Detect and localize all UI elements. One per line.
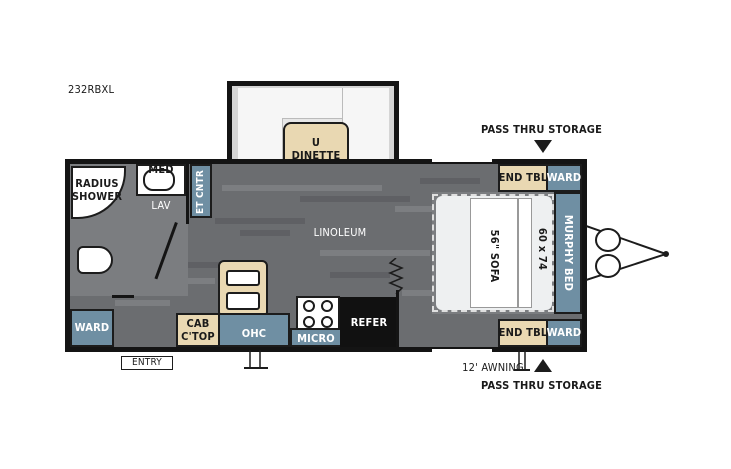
ward-bottom — [546, 319, 582, 347]
ward-left-label: WARD — [74, 321, 110, 334]
et-center-label: ET CNTR — [195, 170, 206, 215]
sofa-cushions — [470, 198, 518, 308]
murphy-bed-label: MURPHY BED — [562, 214, 575, 292]
refer — [340, 297, 398, 347]
ohc — [218, 313, 290, 347]
ward-left — [70, 309, 114, 347]
pass-thru-bottom-label: PASS THRU STORAGE — [481, 379, 603, 392]
linoleum-label: LINOLEUM — [313, 226, 367, 239]
entry-box — [121, 356, 173, 370]
dinette-label-line2: DINETTE — [291, 149, 341, 162]
sofa-label: 56" SOFA — [488, 229, 501, 283]
et-center — [190, 164, 212, 218]
entry-step — [244, 350, 268, 369]
hitch — [586, 225, 670, 281]
stove — [296, 296, 340, 332]
bath-wall-right — [186, 164, 189, 224]
pass-thru-top-arrow — [534, 140, 552, 153]
awning-bracket — [514, 350, 530, 371]
shower-label-line1: RADIUS — [75, 177, 119, 190]
step-symbol — [388, 258, 404, 294]
kitchen-sink-2 — [226, 292, 260, 310]
murphy-bed-outline — [432, 194, 554, 312]
end-tbl-top-label: END TBL — [498, 171, 548, 184]
dinette-seat-left — [238, 88, 283, 172]
dinette-seat-right — [342, 88, 389, 172]
model-label: 232RBXL — [68, 83, 115, 96]
ward-top-label: WARD — [546, 171, 582, 184]
window-top — [432, 159, 492, 162]
end-tbl-bottom-label: END TBL — [498, 326, 548, 339]
dinette-label-line1: U — [311, 136, 321, 149]
med-label: MED — [148, 163, 174, 176]
cab-ctop-label-line2: C'TOP — [181, 330, 215, 343]
lav-sink — [143, 169, 175, 191]
ward-bottom-label: WARD — [546, 326, 582, 339]
ward-top — [546, 164, 582, 192]
cab-ctop-label-line1: CAB — [186, 317, 210, 330]
lav-label: LAV — [151, 199, 171, 212]
bath-wall-bottom — [112, 295, 134, 298]
sofa-back — [518, 198, 532, 308]
awning-label: 12' AWNING — [462, 361, 524, 374]
bed-size-label: 60 x 74 — [536, 227, 549, 271]
kitchen-sink-1 — [226, 270, 260, 286]
toilet — [77, 246, 113, 274]
shower-label-line2: SHOWER — [71, 190, 123, 203]
entry-label: ENTRY — [131, 357, 162, 368]
refer-label: REFER — [350, 316, 388, 329]
window-bottom — [432, 349, 492, 352]
ohc-label: OHC — [241, 327, 267, 340]
dinette-back — [282, 88, 342, 119]
micro-label: MICRO — [297, 332, 335, 345]
pass-thru-top-label: PASS THRU STORAGE — [481, 123, 603, 136]
pass-thru-bottom-arrow — [534, 359, 552, 372]
kitchen-partition — [396, 290, 399, 347]
murphy-bed-cabinet — [554, 192, 582, 314]
